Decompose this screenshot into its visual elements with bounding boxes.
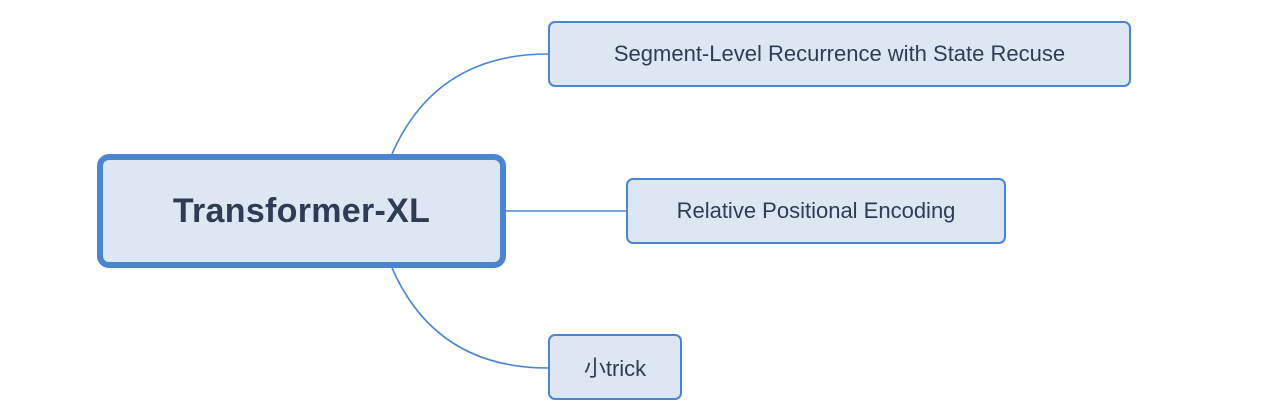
topic-node-relative-positional-encoding[interactable]: Relative Positional Encoding: [626, 178, 1006, 244]
connector-segment-level-recurrence: [391, 53, 549, 155]
connector-small-trick: [391, 267, 549, 369]
topic-node-small-trick[interactable]: 小trick: [548, 334, 682, 400]
root-node-transformer-xl[interactable]: Transformer-XL: [97, 154, 506, 268]
topic-node-segment-level-recurrence[interactable]: Segment-Level Recurrence with State Recu…: [548, 21, 1131, 87]
